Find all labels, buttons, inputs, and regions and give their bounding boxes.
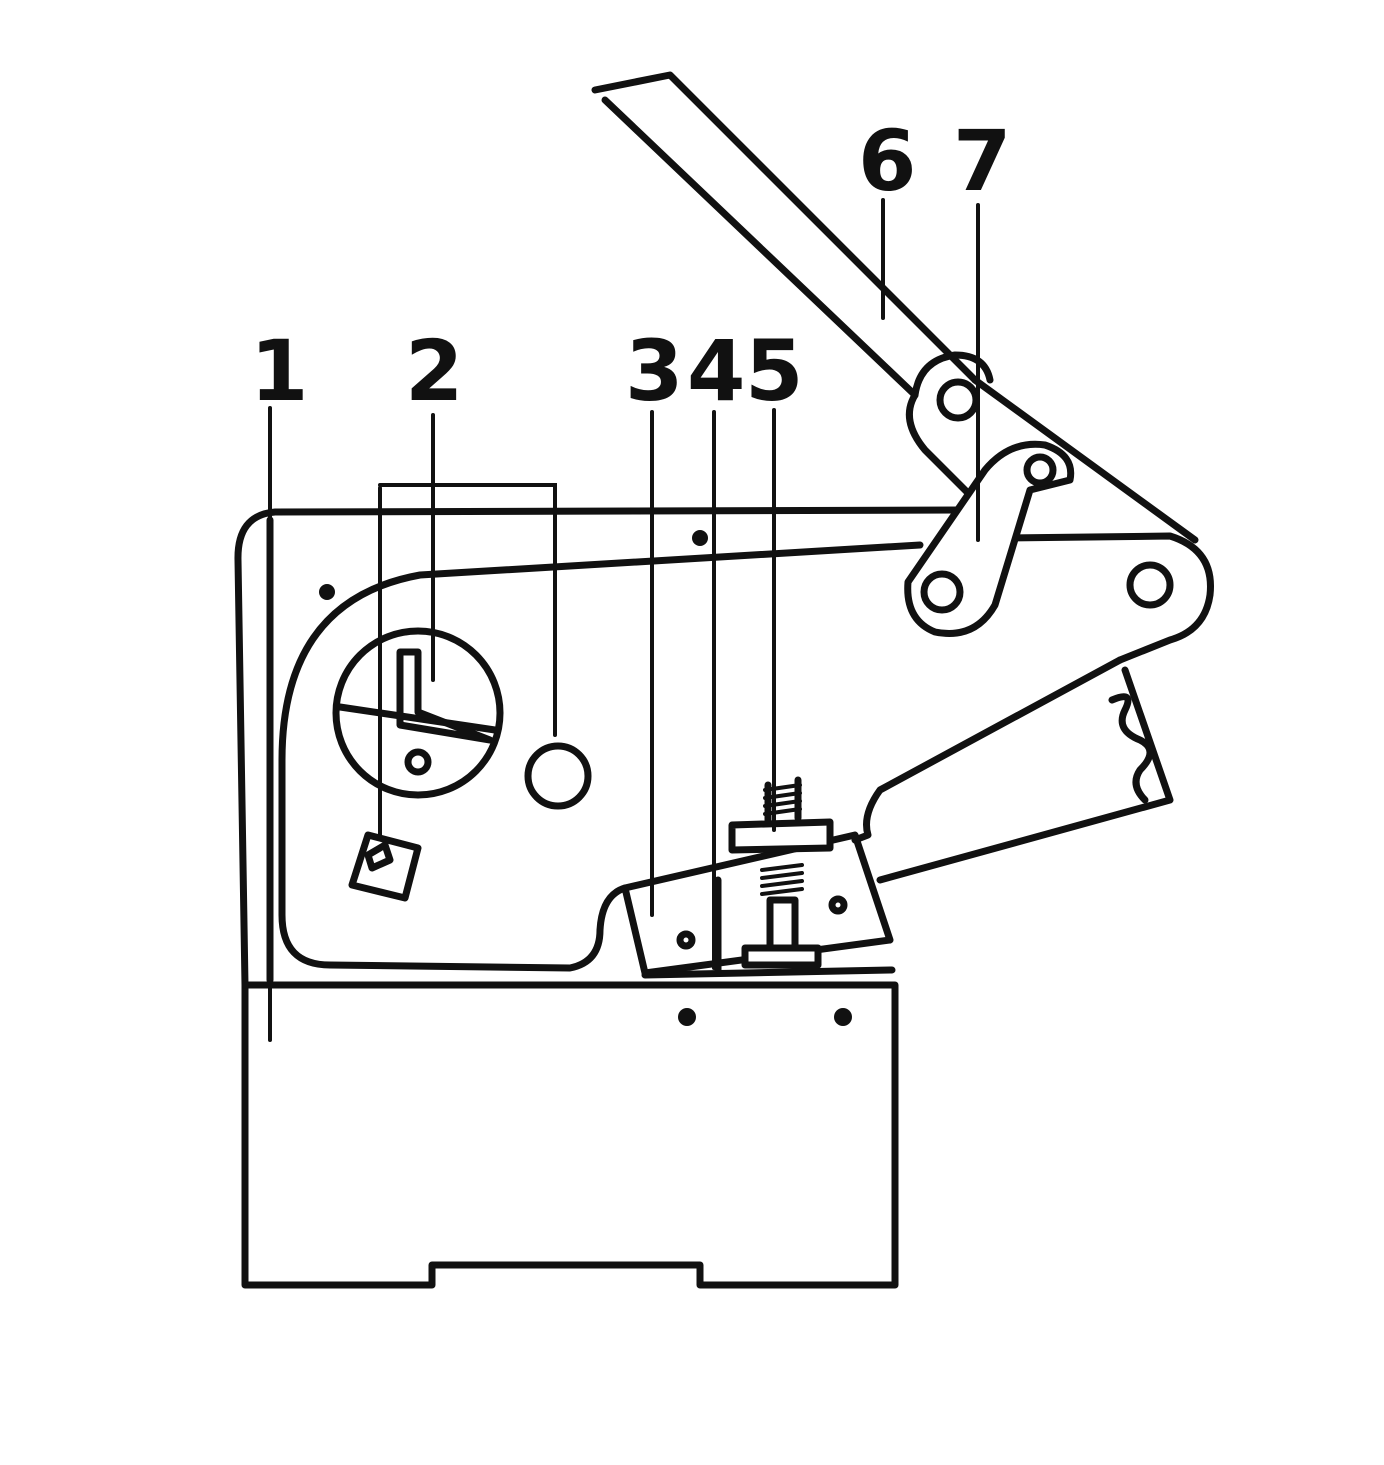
side-plate xyxy=(278,532,1214,972)
label-5: 5 xyxy=(745,322,803,420)
blade-holder xyxy=(621,831,894,977)
machine-base xyxy=(241,981,899,1289)
label-3: 3 xyxy=(625,322,683,420)
callout-labels: 1 2 3 4 5 6 7 xyxy=(250,112,1011,420)
label-1: 1 xyxy=(250,322,308,420)
label-4: 4 xyxy=(687,322,745,420)
leader-lines xyxy=(268,198,980,1042)
gauge-window xyxy=(332,483,592,902)
label-7: 7 xyxy=(953,112,1011,210)
linkage xyxy=(904,440,1075,637)
label-6: 6 xyxy=(858,112,916,210)
adjusting-screw xyxy=(728,776,834,969)
label-2: 2 xyxy=(405,322,463,420)
